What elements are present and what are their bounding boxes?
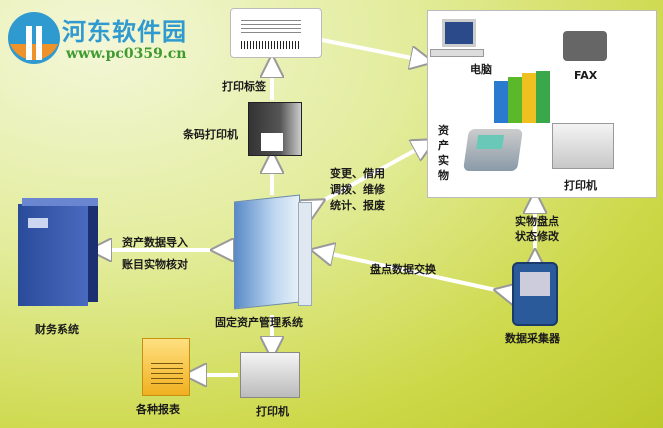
barcode-icon bbox=[241, 41, 301, 49]
arrow-inventory-exchange bbox=[322, 252, 505, 292]
bottom-printer-icon bbox=[240, 352, 300, 398]
printer-right-label: 打印机 bbox=[564, 179, 597, 192]
account-check-label: 账目实物核对 bbox=[122, 258, 188, 271]
finance-server-icon bbox=[18, 198, 98, 306]
asset-items-panel: 电脑 FAX 资产实物 打印机 bbox=[427, 10, 657, 198]
barcode-printer-icon bbox=[248, 102, 302, 156]
label-sticker-image bbox=[230, 8, 322, 58]
server-icon bbox=[228, 194, 312, 310]
data-collector-label: 数据采集器 bbox=[505, 332, 560, 345]
binders-icon bbox=[494, 71, 550, 123]
arrow-label-to-assets bbox=[321, 38, 422, 60]
arrow-change-ops bbox=[315, 145, 425, 205]
change-ops-label: 变更、借用 调拨、维修 统计、报废 bbox=[330, 167, 385, 212]
print-label-text: 打印标签 bbox=[222, 80, 266, 93]
printer-icon bbox=[552, 123, 614, 169]
printer-bottom-label: 打印机 bbox=[256, 405, 289, 418]
computer-icon bbox=[442, 19, 476, 47]
logo-icon bbox=[8, 12, 60, 64]
computer-label: 电脑 bbox=[470, 63, 492, 76]
reports-label: 各种报表 bbox=[136, 403, 180, 416]
asset-items-label: 资产实物 bbox=[438, 124, 449, 182]
pos-terminal-icon bbox=[463, 129, 523, 171]
logo-url: www.pc0359.cn bbox=[66, 46, 187, 62]
data-collector-icon bbox=[512, 262, 558, 326]
reports-document-icon bbox=[142, 338, 190, 396]
logo-title: 河东软件园 bbox=[62, 18, 187, 46]
inventory-status-label: 实物盘点 状态修改 bbox=[515, 215, 559, 243]
finance-system-label: 财务系统 bbox=[35, 323, 79, 336]
fax-icon bbox=[563, 31, 607, 61]
fixed-asset-system-label: 固定资产管理系统 bbox=[215, 316, 303, 329]
barcode-printer-label: 条码打印机 bbox=[183, 128, 238, 141]
fax-label: FAX bbox=[574, 69, 598, 82]
inventory-exchange-label: 盘点数据交换 bbox=[370, 263, 436, 276]
asset-import-label: 资产数据导入 bbox=[122, 236, 188, 249]
